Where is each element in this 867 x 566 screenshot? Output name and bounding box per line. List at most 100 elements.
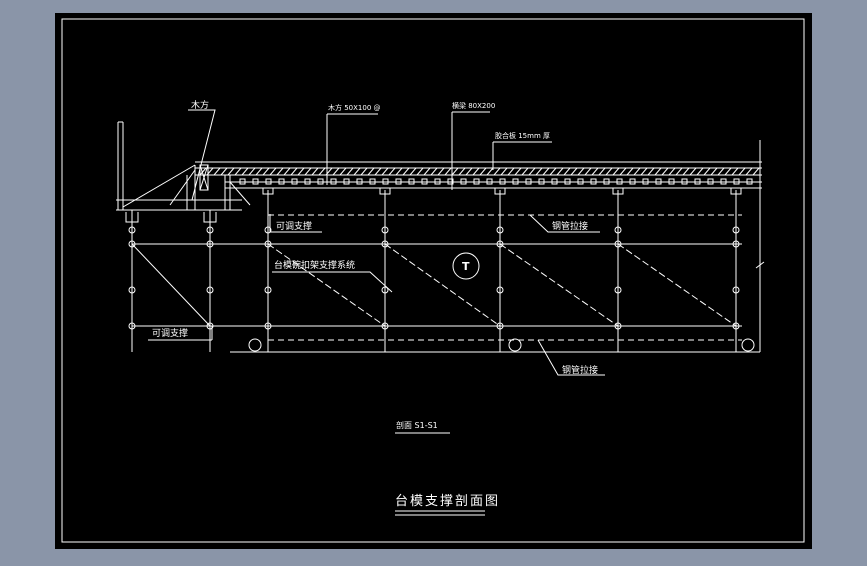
hatch-line bbox=[521, 167, 529, 176]
hatch-line bbox=[591, 167, 599, 176]
cup-joint bbox=[206, 286, 214, 294]
hatch-line bbox=[346, 167, 354, 176]
diag-1 bbox=[131, 243, 211, 327]
joist-block bbox=[590, 178, 597, 185]
wood-block-x2 bbox=[199, 164, 209, 191]
hatch-line bbox=[528, 167, 536, 176]
hatch-line bbox=[262, 167, 270, 176]
cup-joint bbox=[732, 286, 740, 294]
leader-steel-upper bbox=[529, 214, 600, 233]
hatch-line bbox=[710, 167, 718, 176]
hatch-line bbox=[500, 167, 508, 176]
joist-block bbox=[642, 178, 649, 185]
joist-block bbox=[408, 178, 415, 185]
hatch-line bbox=[514, 167, 522, 176]
hatch-line bbox=[444, 167, 452, 176]
hatch-line bbox=[507, 167, 515, 176]
hatch-line bbox=[682, 167, 690, 176]
cup-joint bbox=[381, 226, 389, 234]
joist-block bbox=[421, 178, 428, 185]
leader-system bbox=[272, 271, 393, 293]
column-head bbox=[612, 187, 624, 195]
hatch-line bbox=[598, 167, 606, 176]
label-adjustable-support-1: 可调支撑 bbox=[276, 220, 312, 232]
cup-joint bbox=[264, 286, 272, 294]
drawing-frame bbox=[61, 18, 805, 543]
hatch-line bbox=[717, 167, 725, 176]
joist-block bbox=[382, 178, 389, 185]
hatch-line bbox=[472, 167, 480, 176]
hatch-line bbox=[542, 167, 550, 176]
label-adjustable-support-2: 可调支撑 bbox=[152, 327, 188, 339]
hatch-line bbox=[724, 167, 732, 176]
hatch-line bbox=[381, 167, 389, 176]
joist-block bbox=[681, 178, 688, 185]
label-section-marker: T bbox=[462, 260, 470, 273]
hatch-line bbox=[675, 167, 683, 176]
hatch-line bbox=[493, 167, 501, 176]
joist-block bbox=[616, 178, 623, 185]
cup-joint bbox=[496, 286, 504, 294]
hatch-line bbox=[563, 167, 571, 176]
slab-hatch bbox=[199, 167, 760, 176]
hatch-line bbox=[213, 167, 221, 176]
hatch-line bbox=[619, 167, 627, 176]
hatch-line bbox=[654, 167, 662, 176]
hatch-line bbox=[388, 167, 396, 176]
label-system-name: 台模碗扣架支撑系统 bbox=[274, 259, 355, 271]
hatch-line bbox=[248, 167, 256, 176]
hatch-line bbox=[283, 167, 291, 176]
joist-block bbox=[655, 178, 662, 185]
cup-joint bbox=[614, 226, 622, 234]
joist-block bbox=[395, 178, 402, 185]
wood-joists bbox=[239, 178, 753, 185]
edge-diagonal bbox=[229, 181, 251, 206]
cup-joint bbox=[128, 226, 136, 234]
label-steel-tie-lower: 钢管拉接 bbox=[562, 364, 598, 376]
column-head bbox=[262, 187, 274, 195]
diag-4 bbox=[499, 243, 619, 327]
hatch-line bbox=[367, 167, 375, 176]
joist-block bbox=[707, 178, 714, 185]
hatch-line bbox=[745, 167, 753, 176]
hatch-line bbox=[479, 167, 487, 176]
hatch-line bbox=[752, 167, 760, 176]
joist-block bbox=[603, 178, 610, 185]
hatch-line bbox=[612, 167, 620, 176]
joist-block bbox=[447, 178, 454, 185]
hatch-line bbox=[549, 167, 557, 176]
hatch-line bbox=[297, 167, 305, 176]
hatch-line bbox=[353, 167, 361, 176]
hatch-line bbox=[416, 167, 424, 176]
hatch-line bbox=[731, 167, 739, 176]
joist-block bbox=[486, 178, 493, 185]
hatch-line bbox=[696, 167, 704, 176]
label-beam-top: 横梁 80X200 bbox=[452, 101, 495, 110]
hatch-line bbox=[556, 167, 564, 176]
joist-block bbox=[720, 178, 727, 185]
hatch-line bbox=[584, 167, 592, 176]
joist-block bbox=[343, 178, 350, 185]
joist-block bbox=[473, 178, 480, 185]
joist-block bbox=[538, 178, 545, 185]
hatch-line bbox=[570, 167, 578, 176]
joist-block bbox=[278, 178, 285, 185]
drawing-title: 台模支撑剖面图 bbox=[395, 494, 500, 509]
hatch-line bbox=[304, 167, 312, 176]
hatch-line bbox=[458, 167, 466, 176]
hatch-line bbox=[633, 167, 641, 176]
diagonal-brace-2 bbox=[169, 169, 196, 206]
adjustable-jack bbox=[125, 212, 139, 223]
hatch-line bbox=[199, 167, 207, 176]
hatch-line bbox=[486, 167, 494, 176]
wheel-2 bbox=[508, 338, 522, 352]
joist-block bbox=[252, 178, 259, 185]
label-plywood: 胶合板 15mm 厚 bbox=[495, 131, 550, 140]
column-head bbox=[494, 187, 506, 195]
hatch-line bbox=[255, 167, 263, 176]
hatch-line bbox=[241, 167, 249, 176]
hatch-line bbox=[339, 167, 347, 176]
wheel-1 bbox=[248, 338, 262, 352]
